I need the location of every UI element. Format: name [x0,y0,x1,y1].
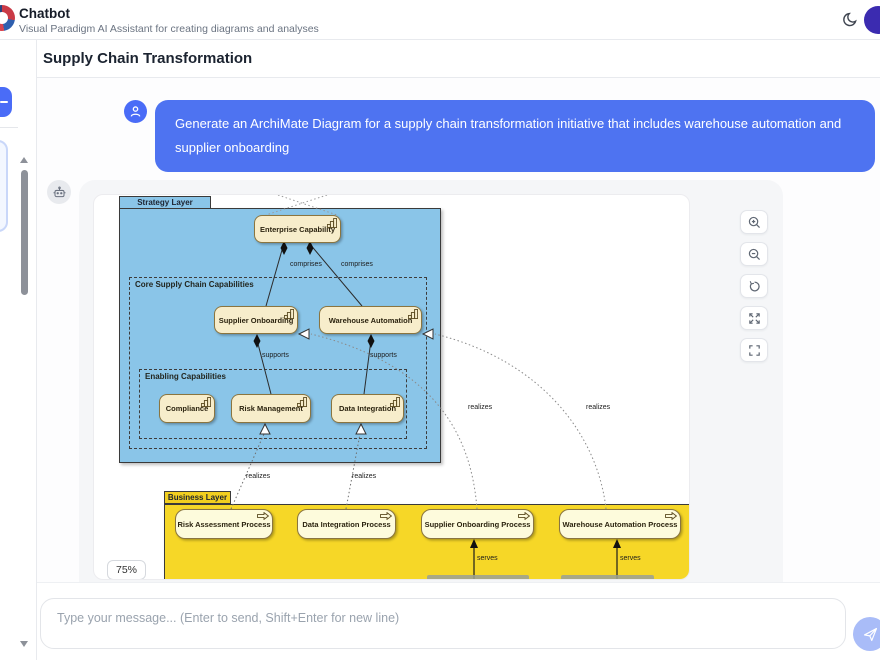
paper-plane-icon [863,627,877,641]
conversation-header: Supply Chain Transformation [37,40,880,78]
node-label: Risk Management [239,404,303,413]
edge-label-realizes: realizes [246,473,271,480]
visual-paradigm-logo [0,5,15,31]
node-supplier-onboarding: Supplier Onboarding [214,306,298,334]
edge-label-serves: serves [620,555,641,562]
capability-icon [408,309,418,319]
node-compliance: Compliance [159,394,215,423]
scrollbar-thumb[interactable] [21,170,28,295]
node-risk-assessment-process: Risk Assessment Process [175,509,273,539]
capability-icon [201,397,211,407]
node-label: Supplier Onboarding Process [424,519,531,529]
send-button[interactable] [853,617,880,651]
fullscreen-button[interactable] [740,338,768,362]
diagram-toolbar [740,210,770,370]
node-data-integration-process: Data Integration Process [297,509,396,539]
zoom-in-button[interactable] [740,210,768,234]
capability-icon [284,309,294,319]
node-label: Supplier Onboarding [218,315,294,325]
edge-label-comprises: comprises [290,261,322,268]
node-warehouse-automation-process: Warehouse Automation Process [559,509,681,539]
cutoff-element [427,575,529,579]
business-layer-tab: Business Layer [164,491,231,504]
expand-arrows-icon [748,312,760,324]
corner-brackets-icon [748,344,760,356]
message-input[interactable] [40,598,846,649]
scrollbar-up-arrow[interactable] [20,157,28,163]
node-enterprise-capability: Enterprise Capability [254,215,341,243]
edge-label-supports: supports [262,352,289,359]
process-icon [380,512,392,520]
magnifier-plus-icon [748,216,760,228]
node-risk-management: Risk Management [231,394,311,423]
moon-icon[interactable] [840,9,862,31]
conversation-title: Supply Chain Transformation [43,50,253,67]
node-label: Data Integration Process [302,519,391,529]
bot-message-avatar [47,180,71,204]
capability-icon [390,397,400,407]
zoom-out-button[interactable] [740,242,768,266]
zoom-level-badge: 75% [107,560,147,579]
app-subtitle: Visual Paradigm AI Assistant for creatin… [19,23,319,35]
process-icon [665,512,677,520]
capability-icon [297,397,307,407]
node-supplier-onboarding-process: Supplier Onboarding Process [421,509,534,539]
sidebar-divider [0,127,18,128]
sidebar-chat-item[interactable] [0,140,8,232]
sidebar [0,40,37,660]
strategy-layer-tab: Strategy Layer [119,196,211,209]
magnifier-minus-icon [748,248,760,260]
node-label: Warehouse Automation [328,315,413,325]
node-warehouse-automation: Warehouse Automation [319,306,422,334]
fit-screen-button[interactable] [740,306,768,330]
node-label: Warehouse Automation Process [562,519,678,529]
chat-area: Generate an ArchiMate Diagram for a supp… [37,78,880,582]
node-label: Data Integration [338,404,397,413]
robot-icon [53,186,65,197]
node-label: Enterprise Capability [259,224,336,234]
bot-message-card: Strategy Layer Core Supply Chain Capabil… [79,180,783,582]
edge-label-supports: supports [370,352,397,359]
process-icon [518,512,530,520]
plus-icon [0,101,8,104]
edge-label-realizes: realizes [586,404,611,411]
edge-label-comprises: comprises [341,261,373,268]
diagram-canvas[interactable]: Strategy Layer Core Supply Chain Capabil… [93,194,690,580]
scrollbar-down-arrow[interactable] [20,641,28,647]
new-chat-button[interactable] [0,87,12,117]
node-label: Risk Assessment Process [177,519,271,529]
cutoff-element [561,575,654,579]
edge-label-serves: serves [477,555,498,562]
composer [37,582,880,660]
process-icon [257,512,269,520]
top-header: Chatbot Visual Paradigm AI Assistant for… [0,0,880,40]
node-label: Compliance [165,404,209,413]
app-title: Chatbot [19,6,70,21]
user-account-avatar[interactable] [864,6,880,34]
node-data-integration: Data Integration [331,394,404,423]
user-message-bubble: Generate an ArchiMate Diagram for a supp… [155,100,875,172]
rotate-ccw-icon [749,280,760,291]
user-message-avatar [124,100,147,123]
capability-icon [327,218,337,228]
reset-view-button[interactable] [740,274,768,298]
person-icon [130,106,141,117]
edge-label-realizes: realizes [468,404,493,411]
edge-label-realizes: realizes [352,473,377,480]
